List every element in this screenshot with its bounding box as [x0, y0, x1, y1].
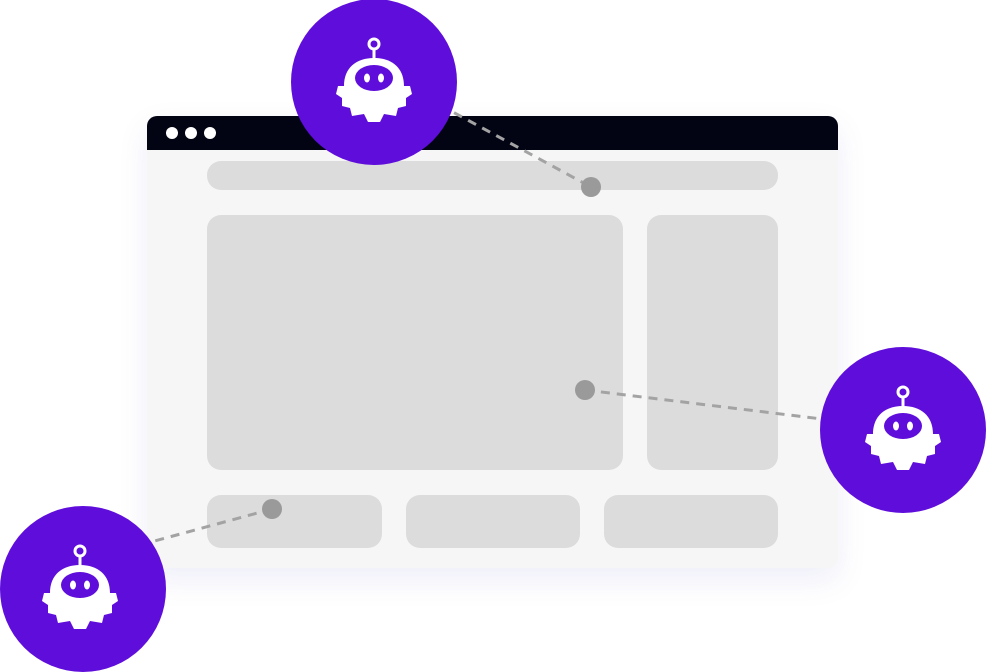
- window-dot: [166, 127, 178, 139]
- connector-line: [584, 388, 831, 422]
- robot-badge-bottom-left: [0, 506, 166, 672]
- target-dot: [262, 499, 282, 519]
- browser-window: [147, 116, 838, 568]
- target-dot: [575, 380, 595, 400]
- robot-badge-top: [291, 0, 457, 165]
- card-placeholder: [604, 495, 778, 548]
- robot-badge-right: [820, 347, 986, 513]
- window-titlebar: [147, 116, 838, 150]
- sidebar-placeholder: [647, 215, 778, 470]
- window-dot: [204, 127, 216, 139]
- card-placeholder: [406, 495, 580, 548]
- connector-line: [439, 103, 592, 189]
- window-dot: [185, 127, 197, 139]
- header-placeholder: [207, 161, 778, 190]
- card-placeholder: [207, 495, 382, 548]
- main-content-placeholder: [207, 215, 623, 470]
- target-dot: [581, 177, 601, 197]
- connector-line: [139, 507, 273, 547]
